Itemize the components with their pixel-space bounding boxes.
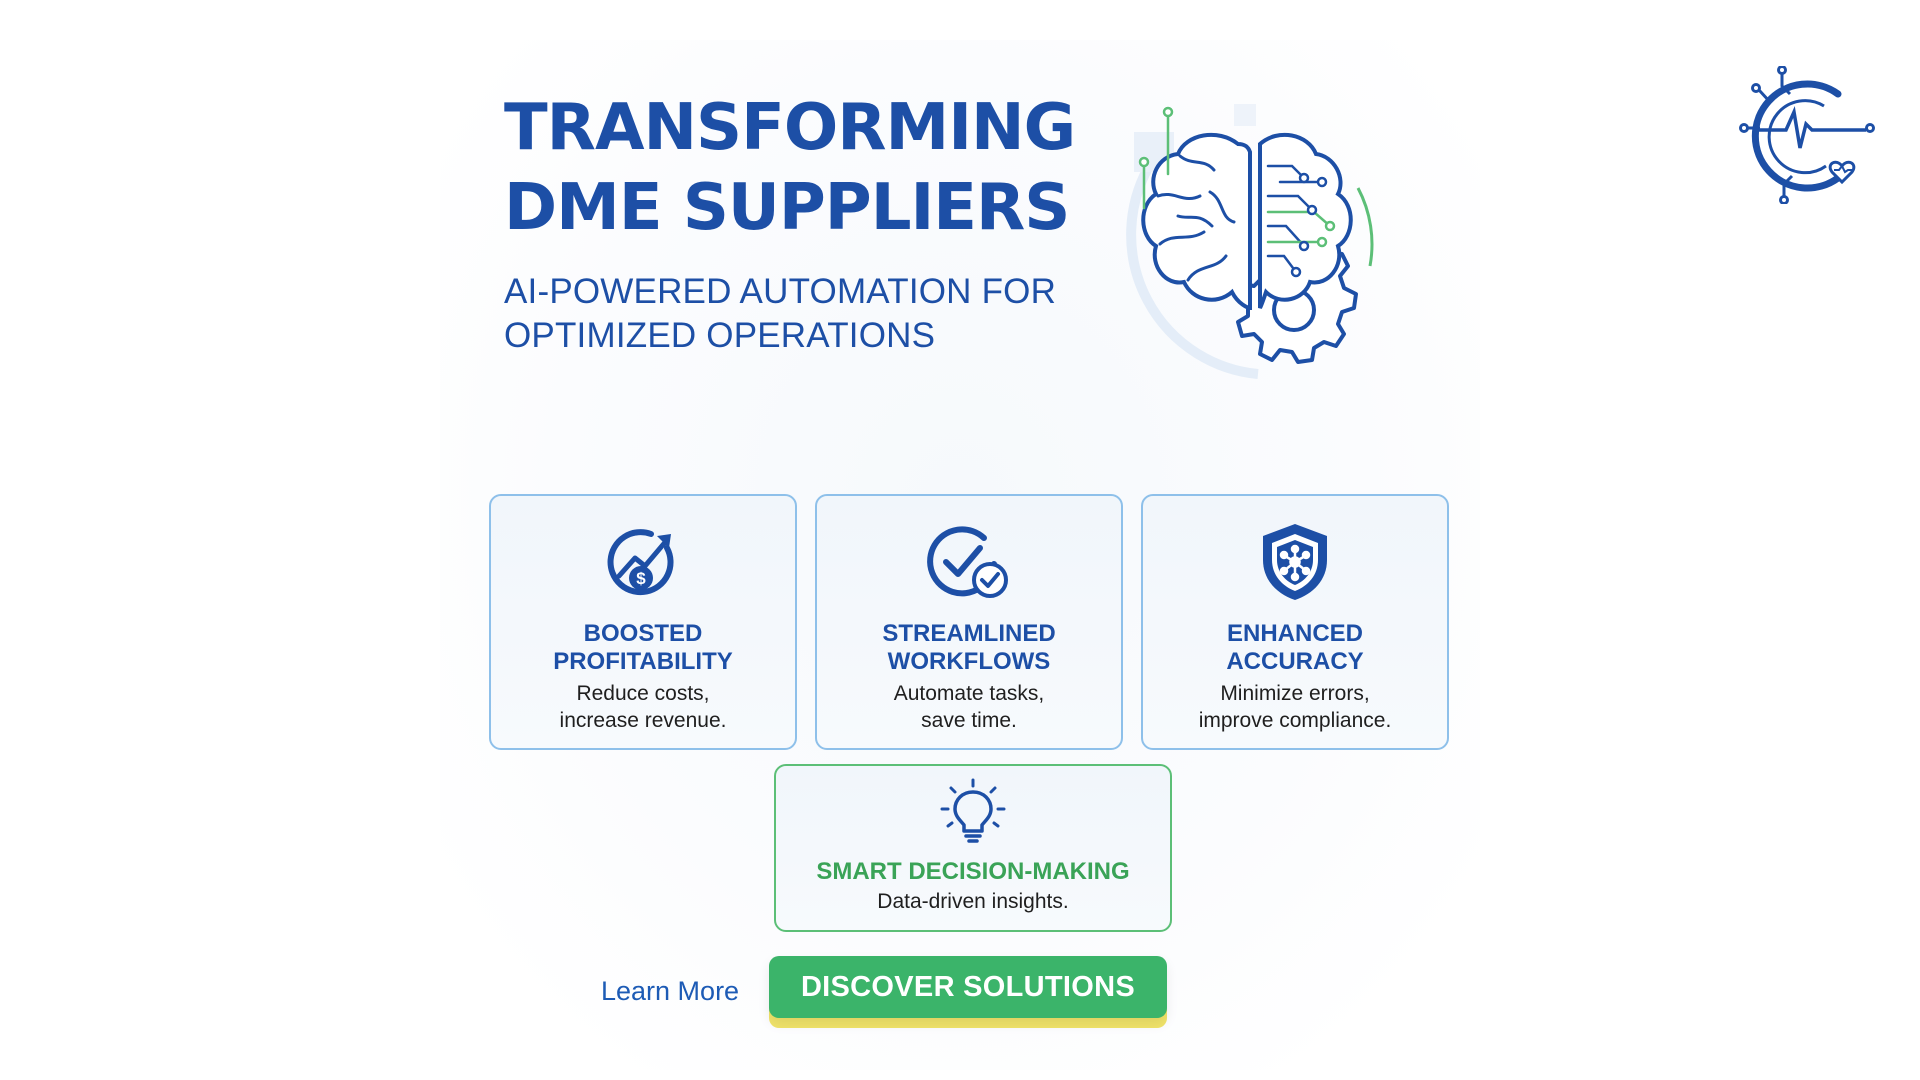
feature-description: Data-driven insights. xyxy=(877,890,1069,913)
feature-card-accuracy: ENHANCED ACCURACY Minimize errors, impro… xyxy=(1141,494,1449,750)
feature-card-workflows: STREAMLINED WORKFLOWS Automate tasks, sa… xyxy=(815,494,1123,750)
discover-solutions-button[interactable]: DISCOVER SOLUTIONS xyxy=(769,956,1167,1018)
check-circle-icon xyxy=(927,526,1008,598)
feature-title: SMART DECISION-MAKING xyxy=(816,858,1130,885)
feature-card-decision-making: SMART DECISION-MAKING Data-driven insigh… xyxy=(774,764,1172,932)
feature-title: STREAMLINED WORKFLOWS xyxy=(882,620,1056,675)
shield-network-icon xyxy=(1263,524,1327,600)
circuit-heart-logo-icon xyxy=(1739,66,1875,204)
feature-title: ENHANCED ACCURACY xyxy=(1226,620,1364,675)
learn-more-link[interactable]: Learn More xyxy=(601,976,740,1006)
lightbulb-icon xyxy=(940,778,1006,843)
feature-title: BOOSTED PROFITABILITY xyxy=(553,620,733,675)
svg-text:$: $ xyxy=(636,569,646,588)
feature-description: Minimize errors, improve compliance. xyxy=(1198,682,1392,732)
page-title: TRANSFORMING DME SUPPLIERS xyxy=(504,91,1076,245)
page-subtitle: AI-POWERED AUTOMATION FOR OPTIMIZED OPER… xyxy=(504,272,1057,355)
feature-description: Automate tasks, save time. xyxy=(893,682,1045,732)
feature-description: Reduce costs, increase revenue. xyxy=(559,682,727,732)
dollar-growth-icon: $ xyxy=(607,529,674,596)
ai-brain-gear-icon xyxy=(1126,104,1374,379)
feature-card-profitability: $ BOOSTED PROFITABILITY Reduce costs, in… xyxy=(489,494,797,750)
